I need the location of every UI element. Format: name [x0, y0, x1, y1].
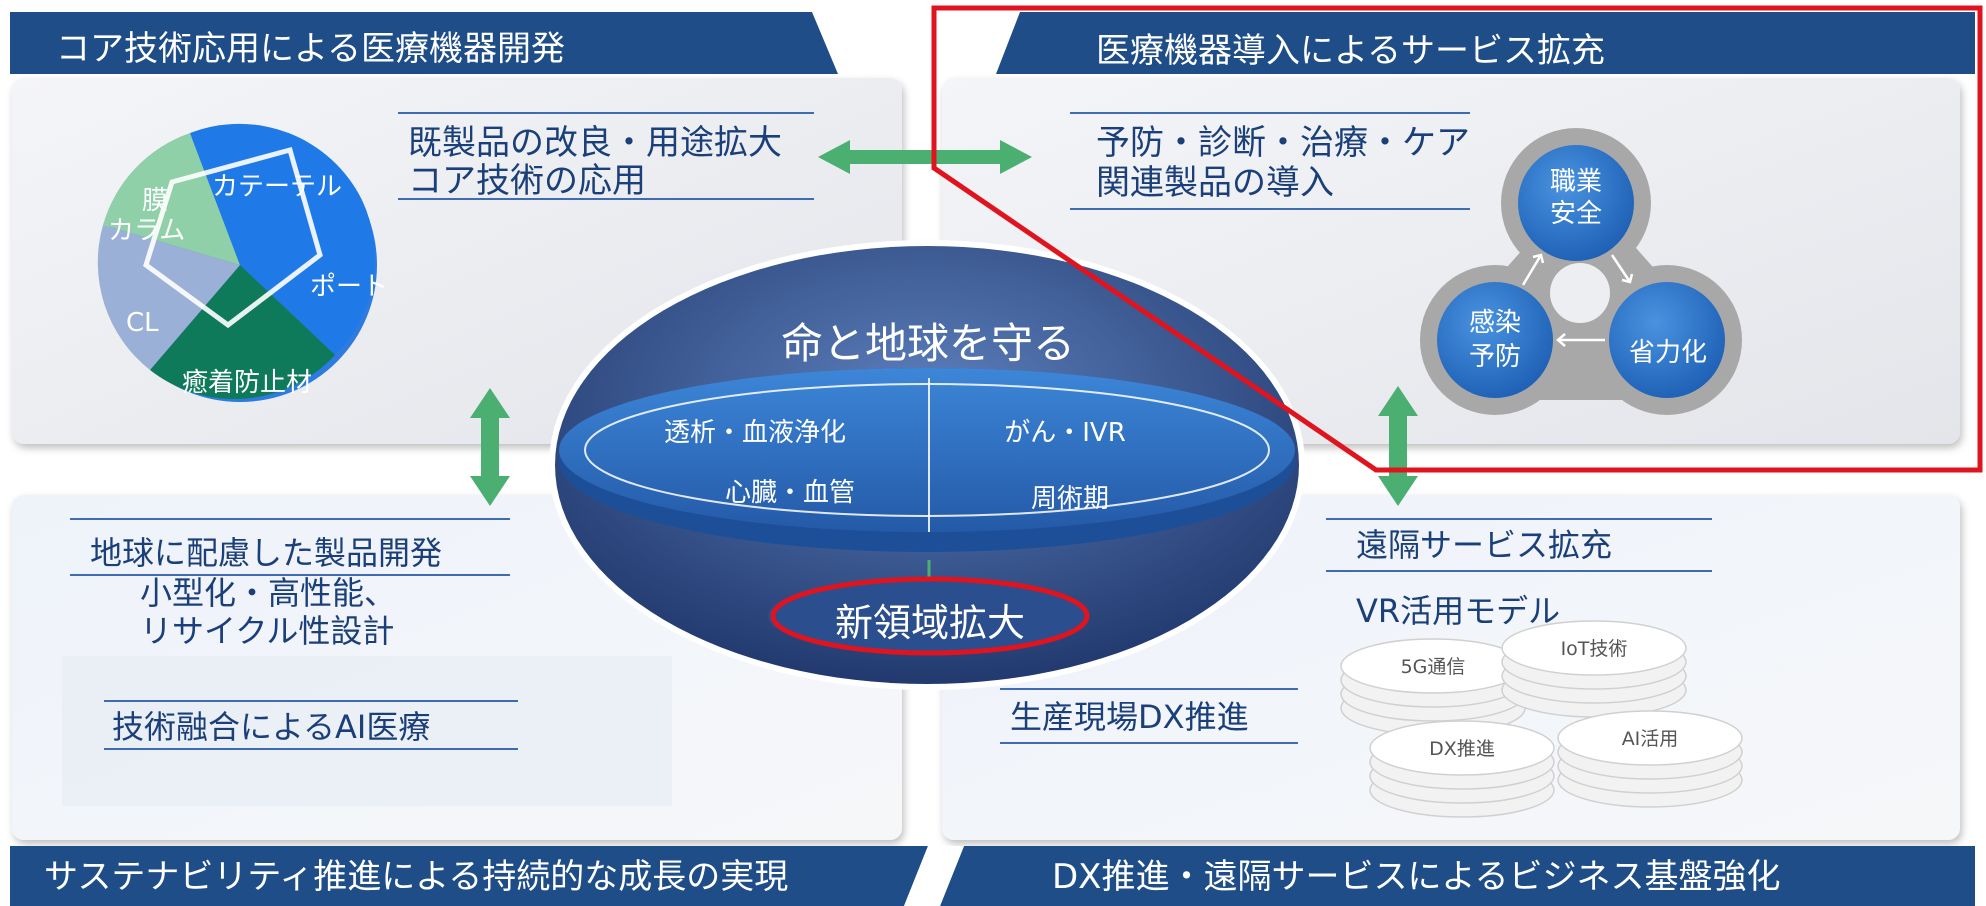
arrow-vertical-right — [1378, 386, 1418, 506]
stack-label-ai: AI活用 — [1621, 728, 1679, 750]
eco-line1: 小型化・高性能、 — [140, 574, 397, 612]
cycle-diagram — [1420, 128, 1742, 415]
header-bottom-left-bg — [10, 846, 928, 906]
stack-label-dx: DX推進 — [1429, 738, 1495, 760]
divider — [104, 748, 518, 750]
stack-label-5g: 5G通信 — [1400, 656, 1466, 678]
pie-pentagon — [143, 146, 323, 329]
pie-label-cl: CL — [126, 308, 159, 338]
header-bottom-right: DX推進・遠隔サービスによるビジネス基盤強化 — [1052, 857, 1781, 897]
vr-model: VR活用モデル — [1356, 592, 1561, 630]
stack-ai — [1557, 710, 1743, 808]
pie-label-port: ポート — [310, 272, 389, 302]
eco-line2: リサイクル性設計 — [140, 612, 395, 650]
divider — [398, 112, 814, 114]
divider — [70, 574, 510, 576]
pie-label-membrane: 膜 — [142, 186, 169, 216]
header-bottom-right-bg — [940, 846, 1975, 906]
stack-label-iot: IoT技術 — [1560, 638, 1628, 660]
header-top-left-bg — [10, 12, 838, 74]
cycle-label-labor: 省力化 — [1628, 338, 1707, 368]
header-top-right-bg — [996, 12, 1975, 74]
divider — [398, 198, 814, 200]
cycle-label-safety: 職業 安全 — [1540, 166, 1612, 230]
center-title: 命と地球を守る — [780, 319, 1075, 368]
divider — [1070, 112, 1470, 114]
center-q3: 心臓・血管 — [724, 478, 855, 508]
pie-label-column: カラム — [108, 216, 186, 246]
center-q1: 透析・血液浄化 — [663, 418, 846, 448]
ai-box-bg — [62, 656, 672, 806]
arrow-horizontal-top — [818, 140, 1032, 174]
introduction-text-line2: 関連製品の導入 — [1096, 163, 1334, 203]
cycle-label-safety-line2: 安全 — [1549, 199, 1602, 229]
cycle-node-infection — [1437, 282, 1553, 398]
divider — [1000, 742, 1298, 744]
header-top-right: 医療機器導入によるサービス拡充 — [1096, 31, 1605, 71]
header-bottom-left: サステナビリティ推進による持続的な成長の実現 — [44, 857, 789, 897]
pie-slice-membrane — [103, 133, 240, 265]
pie-slice-catheter — [190, 123, 362, 265]
pie-label-catheter: カテーテル — [212, 172, 343, 202]
improvement-text-line2: コア技術の応用 — [408, 161, 646, 201]
improvement-text-line1: 既製品の改良・用途拡大 — [408, 123, 782, 163]
pie-slice-adhesion — [150, 265, 335, 400]
divider — [1326, 518, 1712, 520]
pie-slice-cl — [97, 225, 240, 370]
center-oval — [549, 240, 1305, 690]
center-bottom-highlight — [768, 578, 1088, 654]
ai-medical: 技術融合によるAI医療 — [112, 708, 431, 746]
divider — [1000, 688, 1298, 690]
arrow-vertical-left — [470, 388, 510, 506]
divider — [104, 700, 518, 702]
center-q2: がん・IVR — [1004, 418, 1126, 448]
center-bottom-label: 新領域拡大 — [834, 601, 1025, 645]
introduction-text-line1: 予防・診断・治療・ケア — [1096, 123, 1470, 163]
eco-heading: 地球に配慮した製品開発 — [90, 534, 443, 572]
cycle-label-infection-line2: 予防 — [1468, 342, 1521, 372]
divider — [70, 518, 510, 520]
red-highlight-frame — [931, 5, 1983, 473]
cycle-label-infection: 感染 予防 — [1459, 306, 1531, 374]
header-top-left: コア技術応用による医療機器開発 — [56, 29, 565, 69]
center-disk — [559, 368, 1295, 532]
cycle-node-safety — [1518, 145, 1634, 261]
divider — [1326, 570, 1712, 572]
cycle-node-labor — [1609, 282, 1725, 398]
red-highlight-oval — [770, 576, 1090, 656]
stack-iot — [1501, 620, 1687, 718]
stack-dx — [1369, 720, 1555, 818]
center-q4: 周術期 — [1030, 484, 1109, 514]
cycle-label-infection-line1: 感染 — [1468, 308, 1521, 338]
factory-dx: 生産現場DX推進 — [1010, 698, 1249, 736]
pie-label-adhesion: 癒着防止材 — [182, 368, 313, 398]
disk-stacks — [1340, 620, 1743, 818]
divider — [1070, 208, 1470, 210]
header-divider — [904, 846, 964, 906]
cycle-label-safety-line1: 職業 — [1549, 167, 1602, 197]
remote-service: 遠隔サービス拡充 — [1356, 526, 1613, 564]
pie-slice-port — [240, 200, 376, 355]
